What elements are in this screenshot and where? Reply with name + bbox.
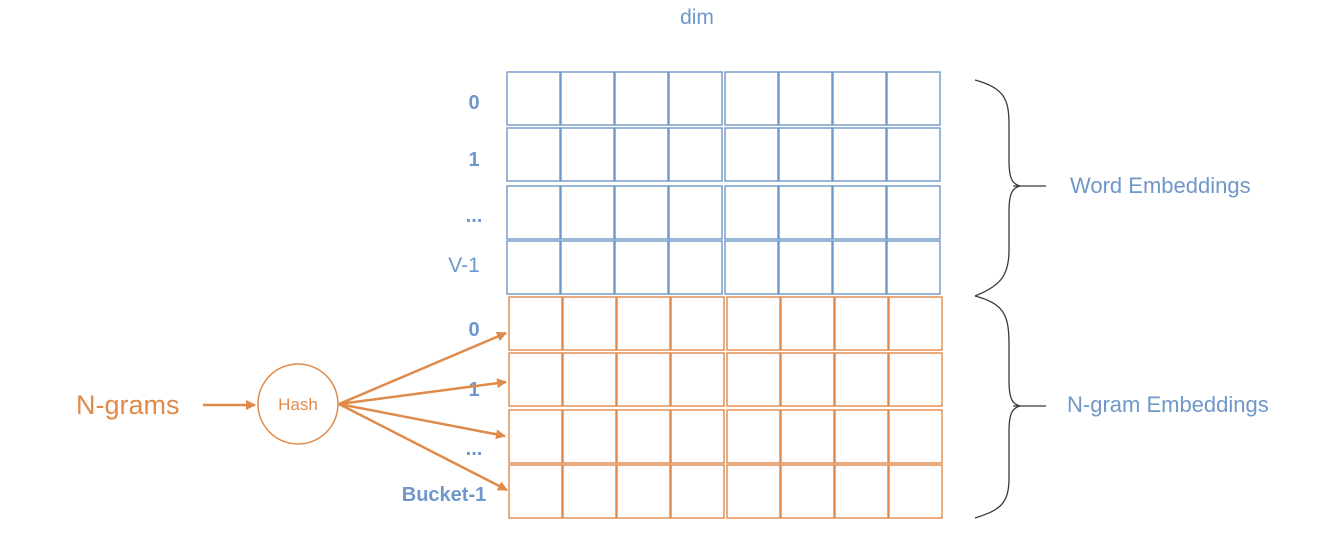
hash-node — [257, 363, 339, 445]
word-embedding-grid — [506, 71, 941, 295]
ngram-embedding-cell-r3-c3 — [670, 464, 725, 519]
ngram-row-label-1: 1 — [468, 379, 479, 401]
word-embedding-cell-r1-c6 — [832, 127, 887, 182]
word-embedding-cell-r3-c2 — [614, 240, 669, 295]
ngram-embedding-cell-r3-c2 — [616, 464, 671, 519]
ngram-embedding-cell-r1-c5 — [780, 352, 835, 407]
hash-arrow-row-0 — [338, 331, 507, 406]
ngram-embedding-cell-r1-c1 — [562, 352, 617, 407]
word-embedding-cell-r2-c5 — [778, 185, 833, 240]
ngram-embedding-cell-r2-c0 — [508, 409, 563, 464]
ngram-embedding-cell-r1-c4 — [726, 352, 781, 407]
ngram-embedding-cell-r0-c7 — [888, 296, 943, 351]
ngrams-label: N-grams — [76, 390, 180, 420]
word-embedding-cell-r0-c1 — [560, 71, 615, 126]
word-embedding-cell-r3-c7 — [886, 240, 941, 295]
word-embedding-cell-r0-c5 — [778, 71, 833, 126]
ngram-embeddings-brace — [974, 295, 1021, 519]
word-embedding-cell-r1-c2 — [614, 127, 669, 182]
ngram-embedding-cell-r2-c5 — [780, 409, 835, 464]
ngram-row-label-last: Bucket-1 — [402, 484, 486, 506]
word-embedding-cell-r2-c3 — [668, 185, 723, 240]
ngram-embedding-grid — [508, 296, 943, 519]
word-embedding-cell-r1-c5 — [778, 127, 833, 182]
word-embedding-cell-r3-c0 — [506, 240, 561, 295]
ngram-embedding-cell-r1-c7 — [888, 352, 943, 407]
hash-arrow-row-1 — [338, 378, 507, 406]
ngram-embedding-cell-r2-c2 — [616, 409, 671, 464]
ngram-embedding-cell-r0-c6 — [834, 296, 889, 351]
word-embeddings-label: Word Embeddings — [1070, 173, 1251, 198]
word-embedding-cell-r3-c4 — [724, 240, 779, 295]
ngram-embedding-cell-r0-c5 — [780, 296, 835, 351]
ngram-embedding-cell-r0-c3 — [670, 296, 725, 351]
word-embedding-cell-r0-c4 — [724, 71, 779, 126]
word-embedding-cell-r2-c2 — [614, 185, 669, 240]
ngram-embedding-cell-r3-c5 — [780, 464, 835, 519]
word-embedding-cell-r1-c1 — [560, 127, 615, 182]
word-embeddings-brace — [974, 79, 1021, 297]
word-embedding-cell-r2-c6 — [832, 185, 887, 240]
ngram-embedding-cell-r2-c6 — [834, 409, 889, 464]
word-embedding-cell-r1-c3 — [668, 127, 723, 182]
word-embedding-cell-r0-c7 — [886, 71, 941, 126]
word-embedding-cell-r1-c4 — [724, 127, 779, 182]
ngram-embedding-cell-r1-c6 — [834, 352, 889, 407]
word-embedding-cell-r3-c1 — [560, 240, 615, 295]
ngram-embeddings-label: N-gram Embeddings — [1067, 392, 1269, 417]
ngram-row-label-0: 0 — [468, 319, 479, 341]
hash-label: Hash — [278, 395, 318, 414]
word-row-label-last: V-1 — [448, 254, 480, 277]
dim-label: dim — [680, 6, 714, 29]
ngram-embedding-cell-r2-c1 — [562, 409, 617, 464]
word-embedding-cell-r1-c7 — [886, 127, 941, 182]
ngram-embedding-cell-r1-c0 — [508, 352, 563, 407]
word-embedding-cell-r0-c3 — [668, 71, 723, 126]
ngram-row-label-ellipsis: ... — [466, 438, 483, 460]
ngram-embedding-cell-r0-c4 — [726, 296, 781, 351]
ngram-embedding-cell-r3-c6 — [834, 464, 889, 519]
word-embedding-cell-r2-c1 — [560, 185, 615, 240]
ngram-embedding-cell-r3-c0 — [508, 464, 563, 519]
word-embedding-cell-r2-c4 — [724, 185, 779, 240]
ngram-embedding-cell-r3-c1 — [562, 464, 617, 519]
word-embedding-cell-r3-c3 — [668, 240, 723, 295]
ngram-embedding-cell-r2-c3 — [670, 409, 725, 464]
ngram-embedding-cell-r1-c3 — [670, 352, 725, 407]
ngram-embedding-cell-r1-c2 — [616, 352, 671, 407]
hash-arrow-row-last — [338, 402, 508, 492]
word-embedding-cell-r3-c5 — [778, 240, 833, 295]
word-embedding-cell-r2-c7 — [886, 185, 941, 240]
ngram-embedding-cell-r3-c7 — [888, 464, 943, 519]
word-embedding-cell-r3-c6 — [832, 240, 887, 295]
word-row-label-ellipsis: ... — [466, 205, 483, 227]
ngram-embedding-cell-r0-c0 — [508, 296, 563, 351]
ngram-embedding-cell-r0-c1 — [562, 296, 617, 351]
word-row-label-0: 0 — [468, 92, 479, 114]
word-embedding-cell-r0-c6 — [832, 71, 887, 126]
ngram-embedding-cell-r2-c7 — [888, 409, 943, 464]
word-embedding-cell-r2-c0 — [506, 185, 561, 240]
word-embedding-cell-r0-c0 — [506, 71, 561, 126]
ngram-embedding-cell-r2-c4 — [726, 409, 781, 464]
hash-arrow-row-2 — [338, 402, 506, 440]
ngram-embedding-cell-r3-c4 — [726, 464, 781, 519]
word-row-label-1: 1 — [468, 149, 479, 171]
ngram-embedding-cell-r0-c2 — [616, 296, 671, 351]
word-embedding-cell-r0-c2 — [614, 71, 669, 126]
word-embedding-cell-r1-c0 — [506, 127, 561, 182]
